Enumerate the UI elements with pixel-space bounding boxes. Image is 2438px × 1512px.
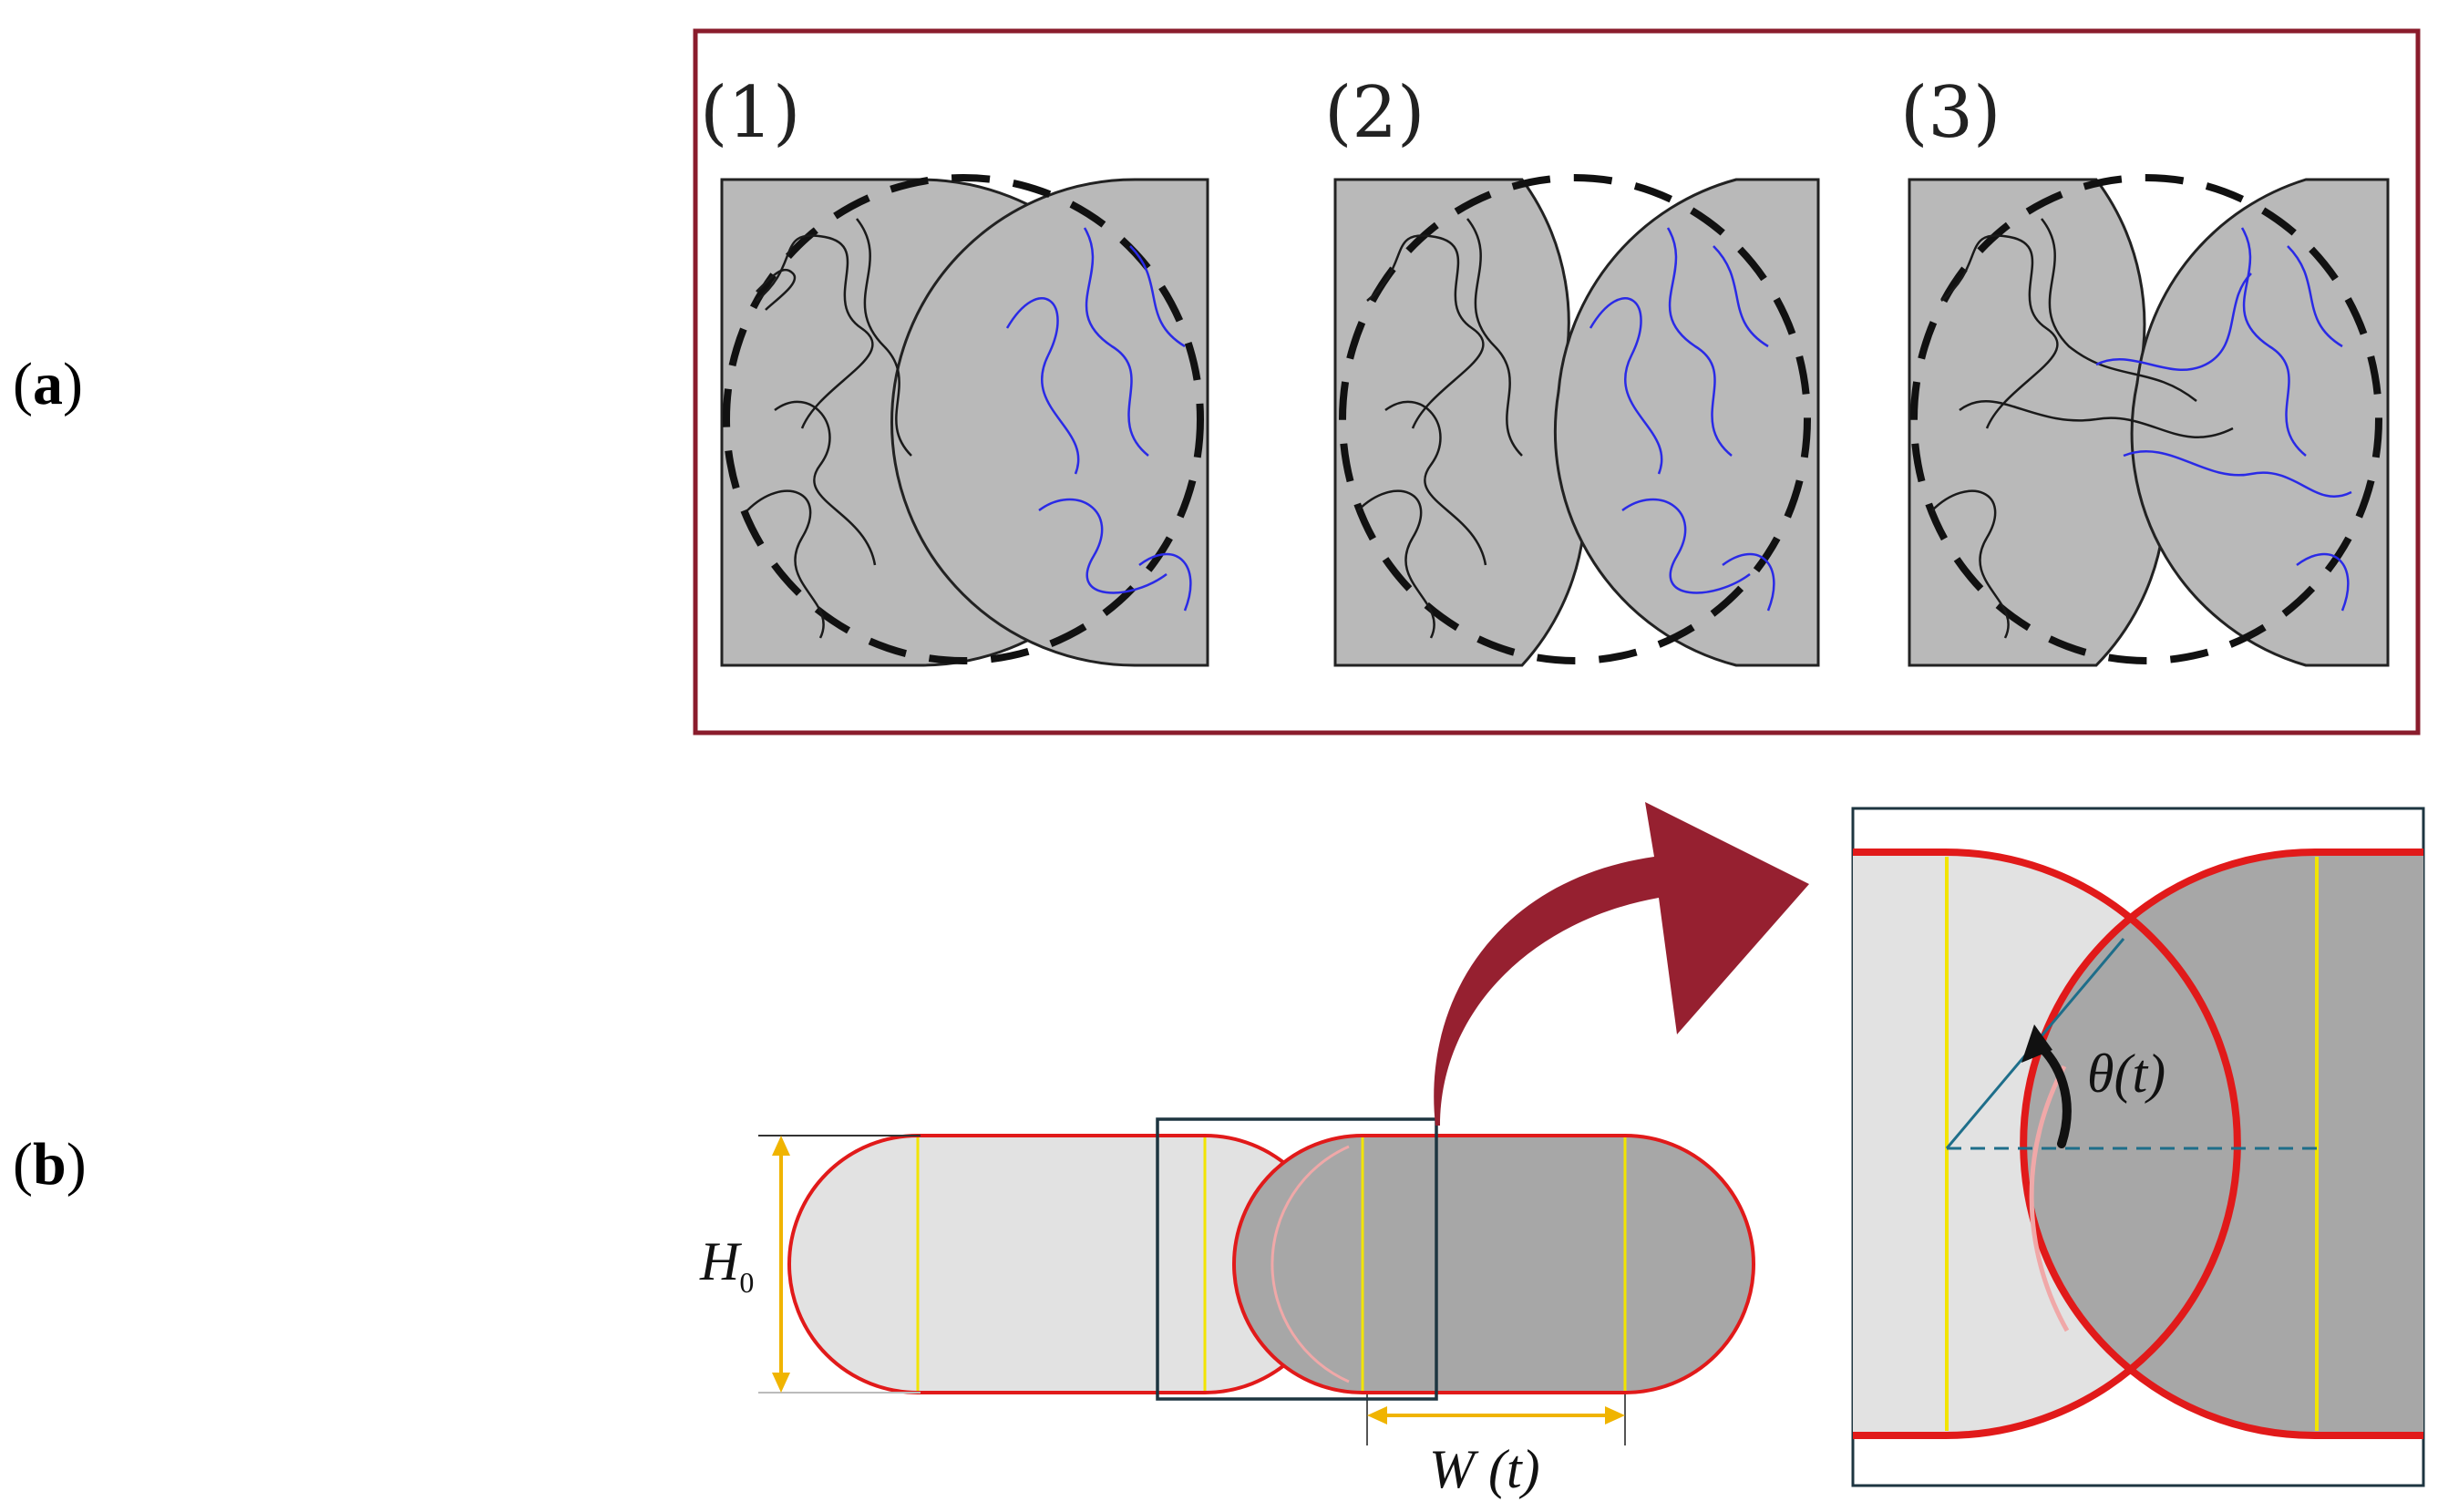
width-label: W (t)	[1429, 1439, 1540, 1499]
right-filament	[1232, 1134, 1755, 1394]
panel-b-label: (b)	[13, 1131, 87, 1198]
left-filament	[787, 1134, 1335, 1394]
step-3-chains-right	[2095, 227, 2352, 612]
step-1-chains-right	[1005, 227, 1192, 612]
step-3-label: (3)	[1900, 72, 2001, 154]
step-3-particles	[1908, 174, 2390, 667]
step-2-particles	[1333, 174, 1820, 667]
zoom-detail	[1851, 807, 2425, 1487]
panel-a-frame	[693, 28, 2421, 735]
step-2-label: (2)	[1324, 72, 1425, 154]
step-2-chains-left	[1357, 218, 1523, 639]
width-dimension	[1366, 1394, 1626, 1445]
panel-a-label: (a)	[13, 351, 83, 417]
height-label: H0	[699, 1231, 754, 1299]
step-1-chains-left	[746, 218, 912, 639]
step-1-particles	[720, 174, 1209, 667]
zoom-arrow	[1434, 802, 1809, 1126]
height-dimension	[758, 1135, 921, 1394]
step-2-chains-right	[1589, 227, 1775, 612]
step-1-label: (1)	[700, 72, 801, 154]
angle-label: θ(t)	[2087, 1044, 2165, 1104]
step-3-chains-left	[1931, 218, 2234, 639]
zoom-region	[1156, 1117, 1438, 1401]
